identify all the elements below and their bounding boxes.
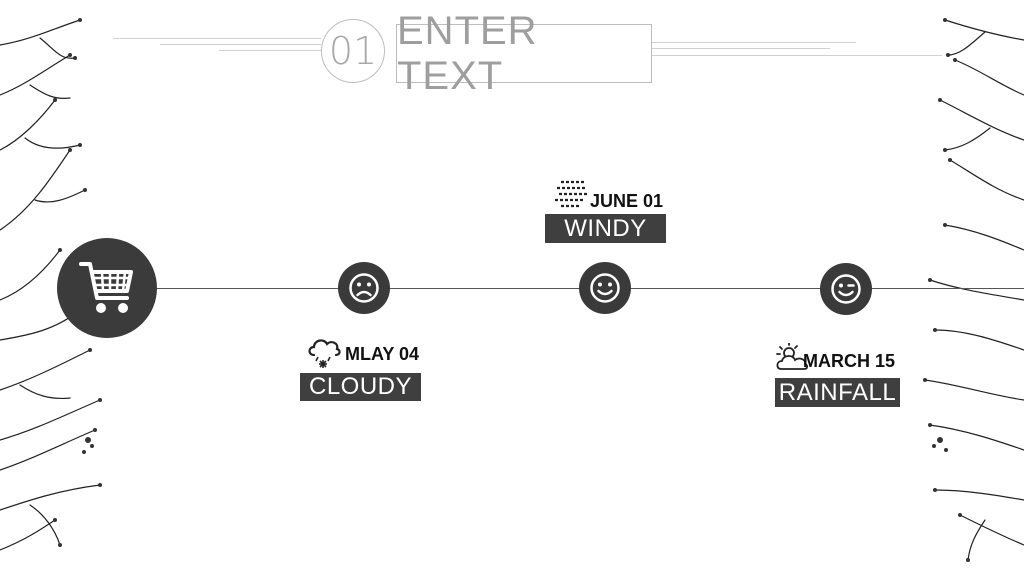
header-line-left-3 [219,50,321,51]
sad-face-icon [349,273,379,303]
event-1-date: MLAY 04 [345,344,420,364]
shopping-cart-icon [79,262,133,313]
page-title[interactable]: ENTER TEXT [396,9,652,98]
hub-node [57,238,157,338]
header-line-left-1 [113,38,321,39]
header-line-left-2 [160,44,321,45]
event-3-weather: RAINFALL [775,378,900,407]
timeline-node-2 [579,262,631,314]
header-line-right-2 [652,48,830,49]
event-1-weather: CLOUDY [300,373,421,401]
timeline-node-1 [338,262,390,314]
snow-cloud-icon [308,339,341,368]
header-line-right-1 [652,42,856,43]
branch-decoration-left [0,18,102,551]
header-line-right-3 [652,55,942,56]
event-3-date: MARCH 15 [803,351,896,371]
wink-face-icon [831,274,861,304]
event-2-date: JUNE 01 [590,191,664,211]
sun-cloud-icon [776,343,809,370]
wind-icon [555,180,589,208]
timeline-node-3 [820,263,872,315]
section-number: 01 [321,19,385,83]
smile-face-icon [590,273,620,303]
event-2-weather: WINDY [545,214,666,243]
